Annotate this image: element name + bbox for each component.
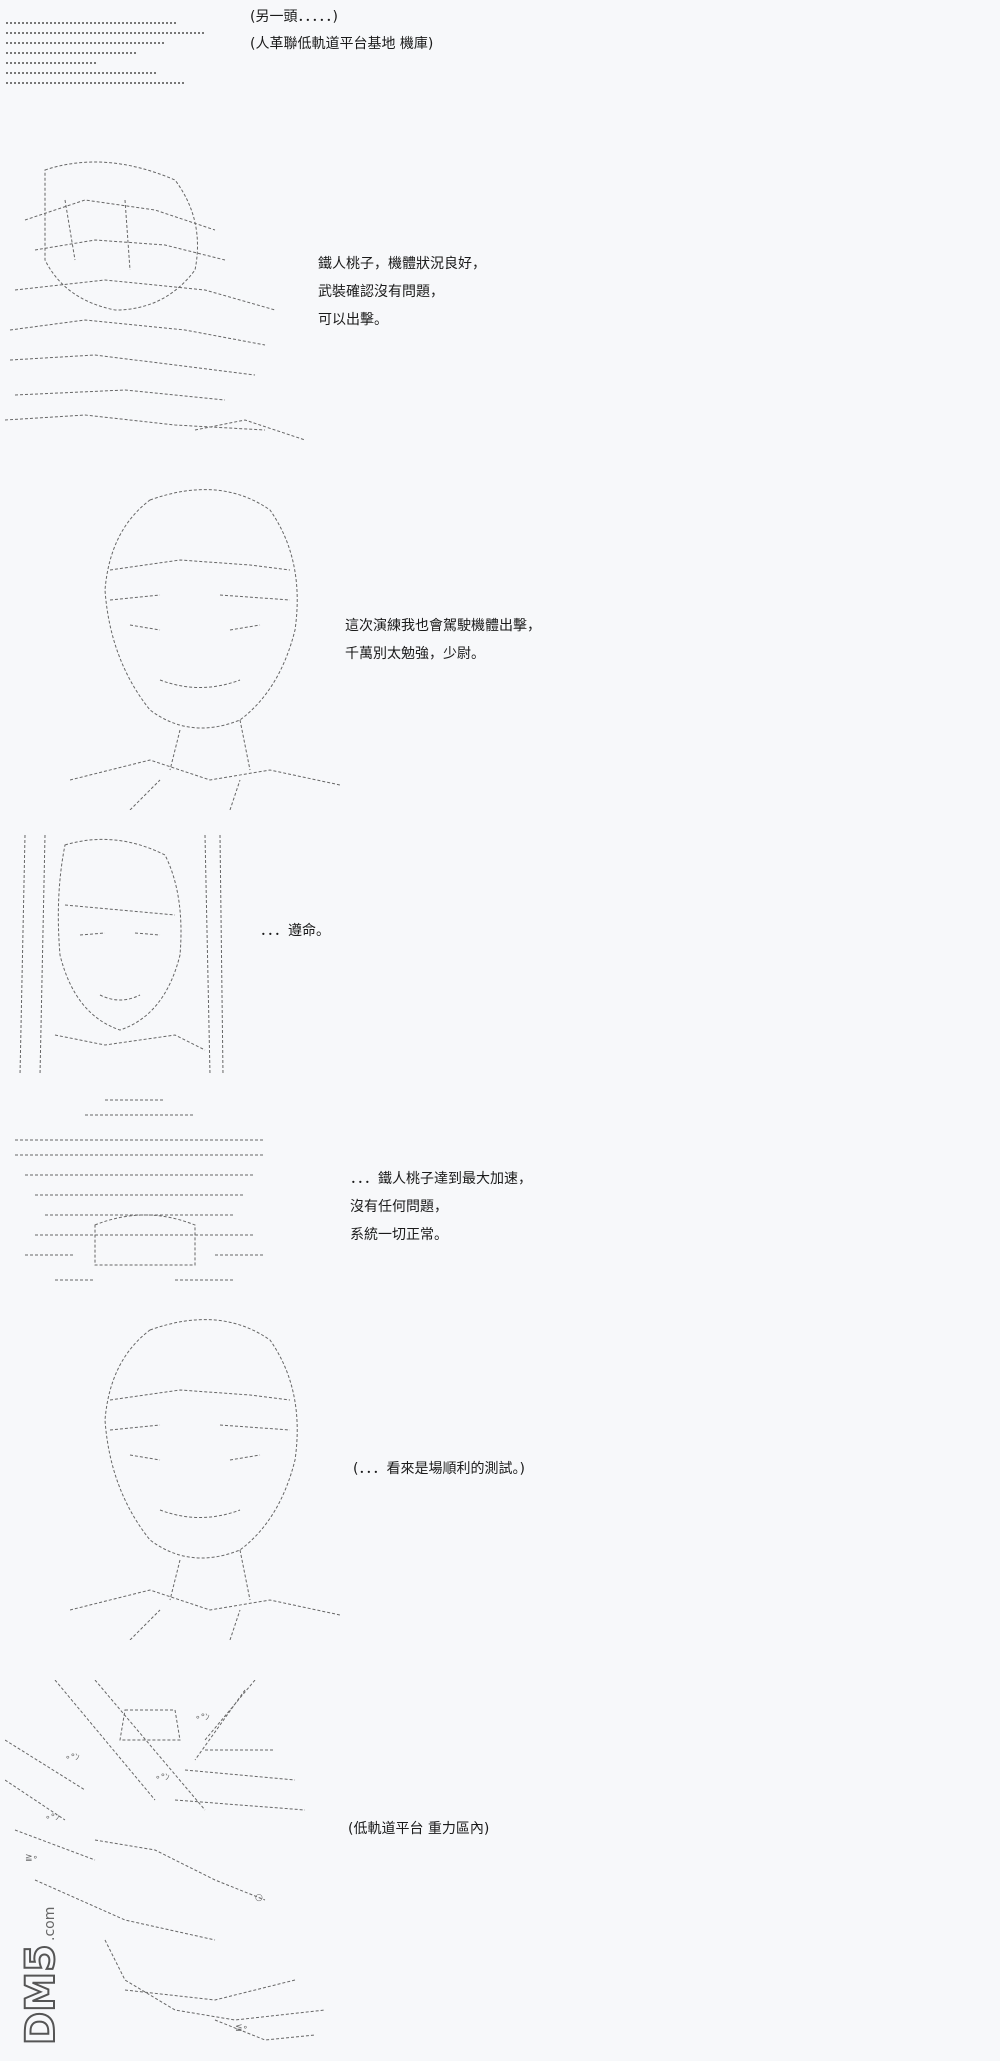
svg-text:∘°ﾝ: ∘°ﾝ — [195, 1713, 210, 1723]
dm5-watermark-logo: DM5 .com — [10, 1895, 66, 2055]
header-line-2: (人革聯低軌道平台基地 機庫) — [250, 36, 434, 52]
ascii-art-character-1 — [5, 160, 335, 450]
svg-text:≦∘: ≦∘ — [235, 2023, 248, 2033]
panel-2-line-2: 千萬別太勉強，少尉。 — [345, 646, 485, 662]
panel-4-line-1: ．．．鐵人桃子達到最大加速， — [350, 1171, 532, 1187]
ascii-art-character-2-repeat — [70, 1310, 350, 1640]
svg-text:∘°ﾝ: ∘°ﾝ — [45, 1813, 60, 1823]
panel-6-line-1: (低軌道平台 重力區內) — [348, 1821, 490, 1837]
panel-2-line-1: 這次演練我也會駕駛機體出擊， — [345, 618, 541, 634]
ascii-art-cockpit — [15, 1095, 275, 1285]
panel-5-line-1: (．．．看來是場順利的測試。) — [353, 1461, 525, 1477]
panel-1-line-2: 武裝確認沒有問題， — [318, 284, 444, 300]
header-line-1: (另一頭．．．．．) — [250, 9, 338, 25]
svg-text:≧∘: ≧∘ — [25, 1853, 38, 1863]
svg-text:∘°ﾝ: ∘°ﾝ — [65, 1753, 80, 1763]
panel-4-line-2: 沒有任何問題， — [350, 1199, 448, 1215]
svg-text:○: ○ — [255, 1893, 263, 1903]
panel-1-line-1: 鐵人桃子，機體狀況良好， — [318, 256, 486, 272]
ascii-art-character-3 — [5, 835, 235, 1075]
panel-4-line-3: 系統一切正常。 — [350, 1227, 448, 1243]
panel-3-line-1: ．．．遵命。 — [260, 923, 330, 939]
panel-1-line-3: 可以出擊。 — [318, 312, 388, 328]
svg-text:∘°ﾝ: ∘°ﾝ — [155, 1773, 170, 1783]
ascii-art-character-2 — [70, 480, 350, 810]
watermark-suffix: .com — [42, 1907, 58, 1941]
header-ascii-noise — [6, 22, 216, 132]
watermark-text: DM5 — [18, 1944, 64, 2045]
